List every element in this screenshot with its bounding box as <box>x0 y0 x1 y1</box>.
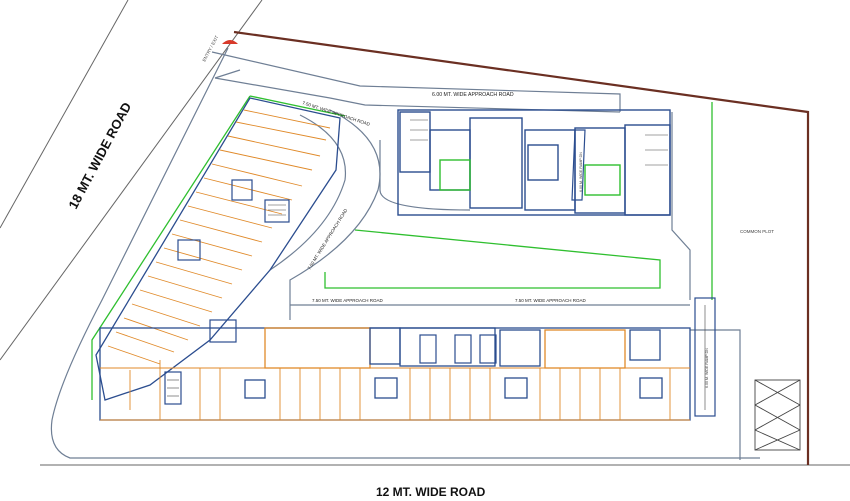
bottom-shop-divisions <box>100 360 690 421</box>
main-road-left <box>0 0 263 361</box>
entry-label: ENTRY / EXIT <box>201 34 219 62</box>
approach-road-top: 6.00 MT. WIDE APPROACH ROAD <box>432 92 514 98</box>
ramp-top-label: 6.00 M. WIDE RAMP DN <box>579 152 583 192</box>
site-road-edges <box>50 47 760 460</box>
common-plot-label: COMMON PLOT <box>740 229 774 234</box>
left-core-stairs <box>177 179 290 343</box>
bottom-building-strip <box>99 327 691 421</box>
parking-bays <box>754 379 801 451</box>
left-shop-divisions <box>107 109 331 365</box>
top-building-block <box>397 109 671 216</box>
bottom-stair-cores <box>164 334 497 405</box>
approach-road-lower-left: 7.50 MT. WIDE APPROACH ROAD <box>312 298 384 303</box>
road-label-bottom: 12 MT. WIDE ROAD <box>376 485 486 499</box>
road-label-left: 18 MT. WIDE ROAD <box>65 100 134 212</box>
landscape-zones <box>91 95 713 400</box>
approach-road-lower-right: 7.50 MT. WIDE APPROACH ROAD <box>515 298 587 303</box>
plot-boundary <box>233 30 810 465</box>
ramp-top <box>571 129 586 201</box>
ramp-right <box>694 297 716 417</box>
ramp-right-label: 6.00 M. WIDE RAMP DN <box>705 348 709 388</box>
entry-marker <box>222 40 238 44</box>
